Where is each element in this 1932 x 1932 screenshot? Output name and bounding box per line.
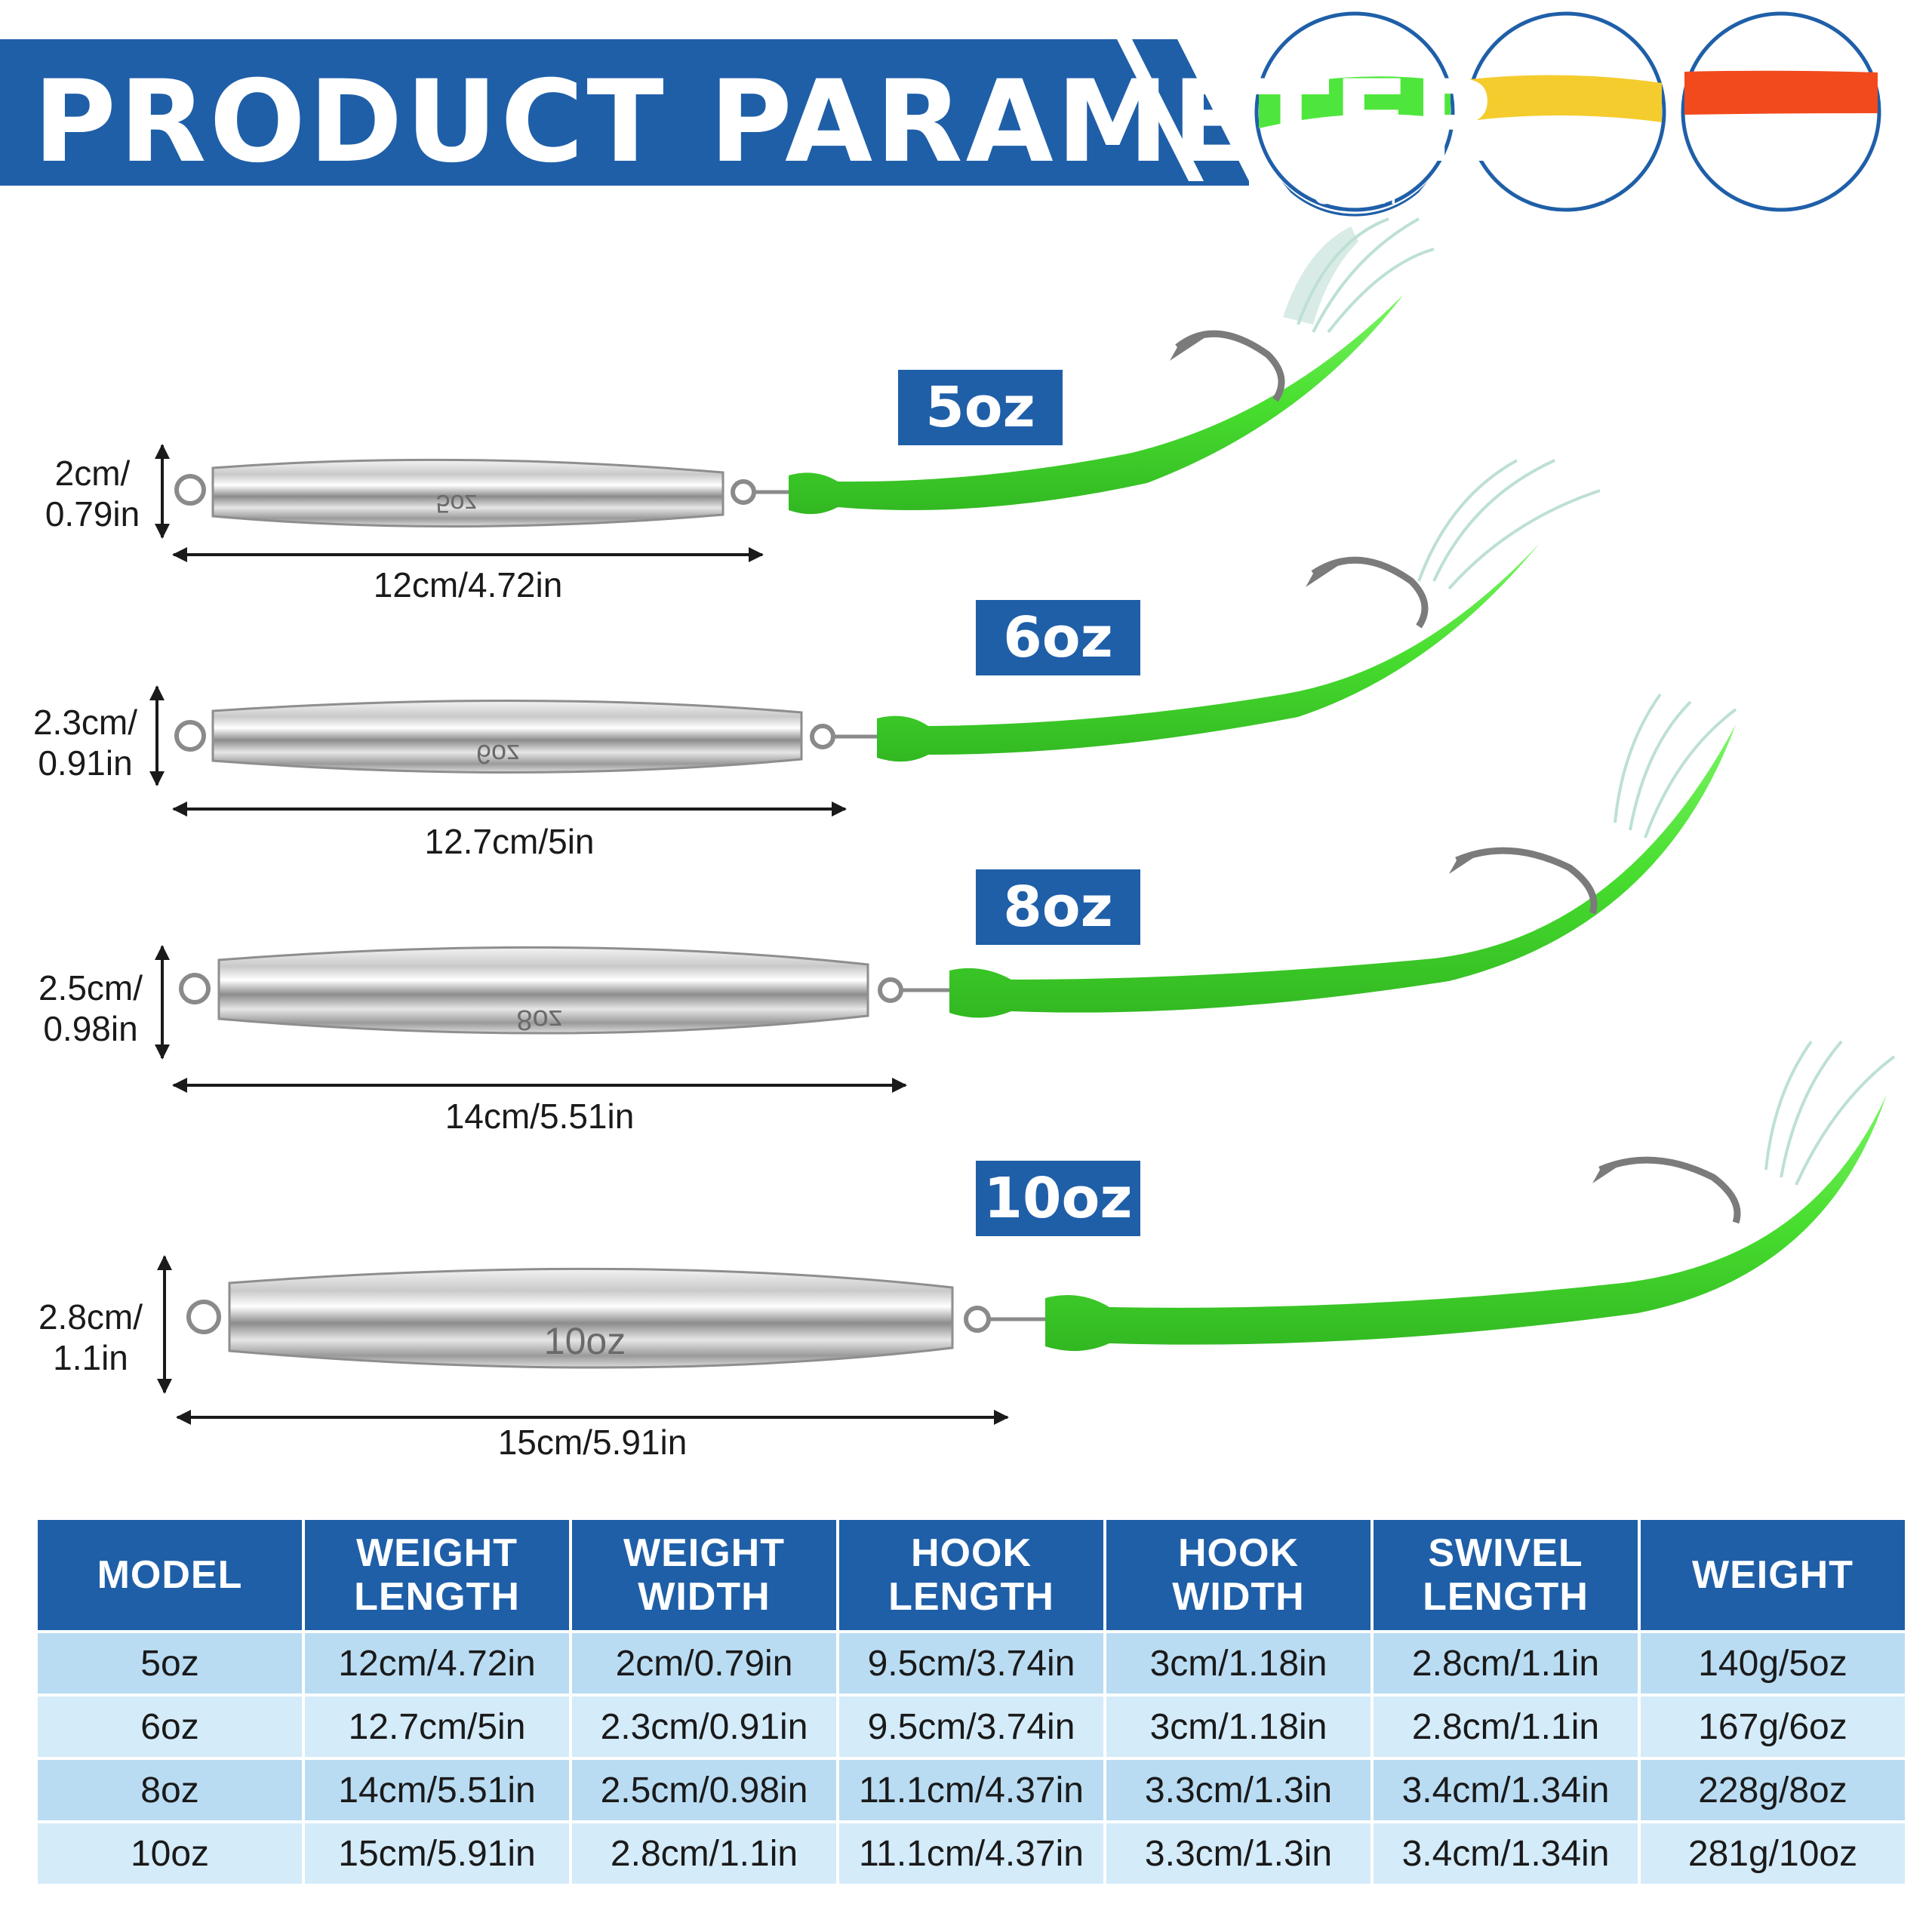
height-dim-6oz: 2.3cm/ 0.91in	[21, 702, 149, 783]
stamp-6oz: 6oz	[475, 739, 521, 770]
header-line: WIDTH	[638, 1575, 771, 1619]
table-cell: 3.3cm/1.3in	[1106, 1823, 1371, 1884]
table-cell: 9.5cm/3.74in	[839, 1633, 1103, 1694]
table-cell: 2.5cm/0.98in	[572, 1760, 836, 1820]
table-cell: 9.5cm/3.74in	[839, 1697, 1103, 1757]
length-dim-5oz: 12cm/4.72in	[373, 565, 563, 605]
color-swatch-green	[1254, 11, 1455, 217]
height-dim-10oz: 2.8cm/ 1.1in	[26, 1297, 155, 1378]
lure-10oz	[186, 1040, 1896, 1369]
length-dim-6oz: 12.7cm/5in	[424, 822, 595, 861]
color-label-yellow: Yellow	[1522, 174, 1610, 208]
height-dim-cm: 2.3cm/	[32, 703, 138, 742]
model-badge-5oz: 5oz	[898, 370, 1063, 445]
header-line: LENGTH	[1423, 1575, 1589, 1619]
table-cell: 2.3cm/0.91in	[572, 1697, 836, 1757]
table-cell: 2.8cm/1.1in	[1374, 1697, 1638, 1757]
header-line: WEIGHT	[356, 1531, 518, 1575]
header-line: HOOK	[911, 1531, 1032, 1575]
header-line: WEIGHT	[1692, 1553, 1854, 1597]
length-dim-8oz: 14cm/5.51in	[445, 1097, 635, 1136]
length-dim-10oz: 15cm/5.91in	[497, 1423, 688, 1462]
header-line: WEIGHT	[623, 1531, 785, 1575]
model-badge-10oz: 10oz	[976, 1161, 1140, 1236]
table-row: 8oz 14cm/5.51in 2.5cm/0.98in 11.1cm/4.37…	[38, 1760, 1905, 1820]
header-model: MODEL	[38, 1520, 302, 1630]
header-line: SWIVEL	[1428, 1531, 1583, 1575]
header-line: LENGTH	[888, 1575, 1054, 1619]
table-cell: 11.1cm/4.37in	[839, 1760, 1103, 1820]
stamp-5oz: 5oz	[435, 489, 478, 518]
table-cell: 12cm/4.72in	[305, 1633, 569, 1694]
table-cell: 3.3cm/1.3in	[1106, 1760, 1371, 1820]
model-badge-8oz: 8oz	[976, 869, 1140, 945]
header-line: LENGTH	[354, 1575, 520, 1619]
height-dim-8oz: 2.5cm/ 0.98in	[26, 968, 155, 1049]
table-cell: 2.8cm/1.1in	[572, 1823, 836, 1884]
stamp-10oz: 10oz	[543, 1320, 626, 1362]
table-cell: 140g/5oz	[1641, 1633, 1905, 1694]
height-dim-in: 1.1in	[53, 1338, 128, 1377]
table-cell: 12.7cm/5in	[305, 1697, 569, 1757]
header-banner	[0, 39, 1249, 186]
table-cell: 167g/6oz	[1641, 1697, 1905, 1757]
model-badge-6oz: 6oz	[976, 600, 1140, 675]
stamp-8oz: 8oz	[516, 1004, 563, 1035]
color-label-green: Green	[1312, 177, 1397, 211]
height-dim-in: 0.91in	[38, 743, 133, 783]
table-cell: 3cm/1.18in	[1106, 1697, 1371, 1757]
table-cell: 15cm/5.91in	[305, 1823, 569, 1884]
table-cell: 2.8cm/1.1in	[1374, 1633, 1638, 1694]
color-label-red: Red	[1753, 177, 1809, 211]
lure-6oz	[174, 459, 1601, 774]
table-cell: 10oz	[38, 1823, 302, 1884]
lure-8oz	[179, 693, 1737, 1035]
header-weight: WEIGHT	[1641, 1520, 1905, 1630]
table-row: 10oz 15cm/5.91in 2.8cm/1.1in 11.1cm/4.37…	[38, 1823, 1905, 1884]
table-row: 6oz 12.7cm/5in 2.3cm/0.91in 9.5cm/3.74in…	[38, 1697, 1905, 1757]
table-cell: 281g/10oz	[1641, 1823, 1905, 1884]
color-swatch-red	[1681, 11, 1881, 212]
header-line: WIDTH	[1172, 1575, 1305, 1619]
height-dim-5oz: 2cm/ 0.79in	[30, 453, 155, 534]
table-cell: 3.4cm/1.34in	[1374, 1760, 1638, 1820]
lure-5oz	[174, 217, 1435, 528]
table-cell: 2cm/0.79in	[572, 1633, 836, 1694]
table-cell: 11.1cm/4.37in	[839, 1823, 1103, 1884]
table-row: 5oz 12cm/4.72in 2cm/0.79in 9.5cm/3.74in …	[38, 1633, 1905, 1694]
height-dim-cm: 2cm/	[54, 454, 131, 493]
table-cell: 8oz	[38, 1760, 302, 1820]
table-cell: 14cm/5.51in	[305, 1760, 569, 1820]
height-dim-cm: 2.8cm/	[38, 1297, 143, 1337]
height-dim-in: 0.79in	[45, 494, 140, 534]
height-dim-in: 0.98in	[43, 1009, 138, 1048]
page-title: PRODUCT PARAMETER	[33, 57, 1503, 188]
table-cell: 6oz	[38, 1697, 302, 1757]
dimension-arrows	[149, 444, 1009, 1425]
header-line: MODEL	[97, 1553, 243, 1597]
height-dim-cm: 2.5cm/	[38, 968, 143, 1008]
header-line: HOOK	[1178, 1531, 1299, 1575]
table-cell: 228g/8oz	[1641, 1760, 1905, 1820]
table-cell: 3.4cm/1.34in	[1374, 1823, 1638, 1884]
color-swatch-yellow	[1466, 11, 1666, 212]
table-cell: 3cm/1.18in	[1106, 1633, 1371, 1694]
table-cell: 5oz	[38, 1633, 302, 1694]
